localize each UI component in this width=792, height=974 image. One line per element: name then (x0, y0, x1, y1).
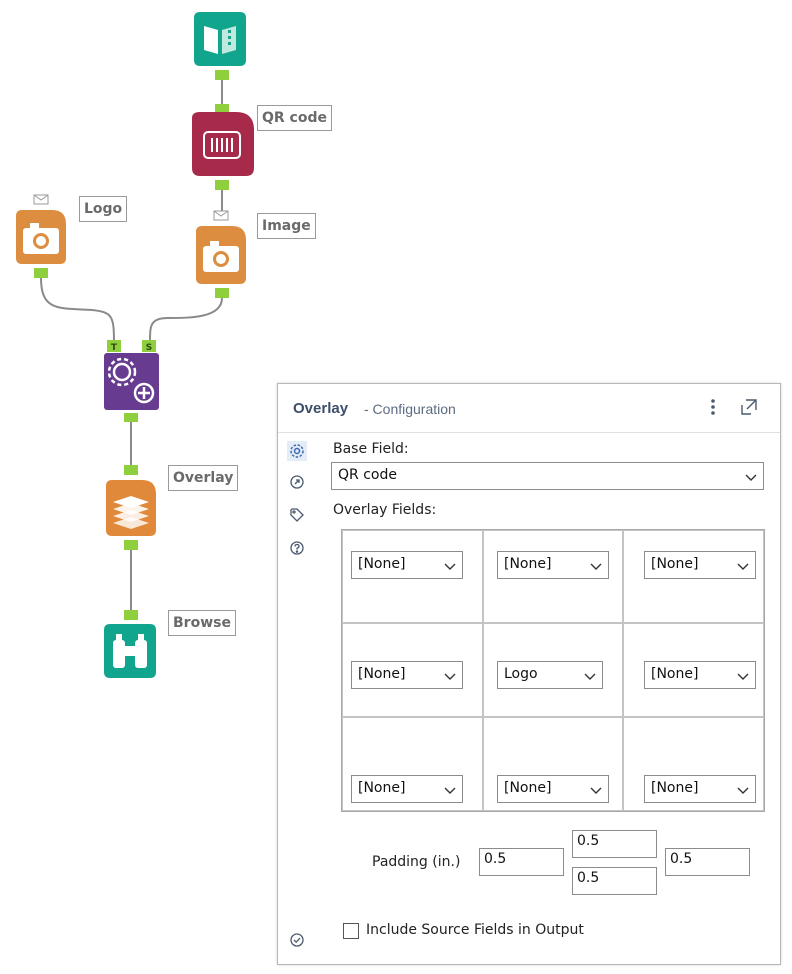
base-field-value: QR code (338, 467, 397, 483)
logo-output-anchor[interactable] (34, 268, 48, 278)
overlay-field-dropdown[interactable]: [None] (351, 551, 463, 579)
chevron-down-icon (590, 559, 602, 575)
barcode-tool[interactable] (192, 112, 254, 176)
padding-left-input[interactable]: 0.5 (479, 848, 564, 876)
include-source-checkbox[interactable] (343, 923, 359, 939)
envelope-icon (33, 194, 49, 205)
padding-bottom-input[interactable]: 0.5 (572, 867, 657, 895)
overlay-field-value: [None] (651, 780, 699, 796)
overlay-targets-anchor[interactable]: T (107, 340, 121, 353)
qr-code-tool-label: QR code (257, 105, 332, 131)
overlay-output-anchor[interactable] (124, 540, 138, 550)
overlay-tool[interactable] (106, 480, 156, 536)
browse-tool[interactable] (104, 624, 156, 678)
logo-image-tool[interactable] (16, 210, 66, 264)
panel-title: Overlay (293, 400, 349, 417)
browse-input-anchor[interactable] (124, 610, 138, 620)
overlay-grid-cell: [None] (342, 623, 483, 717)
chevron-down-icon (444, 783, 456, 799)
padding-label: Padding (in.) (372, 854, 461, 870)
panel-header: Overlay - Configuration (278, 384, 780, 433)
overlay-tool-label: Overlay (168, 465, 239, 491)
input-data-tool[interactable] (194, 12, 246, 66)
include-source-label: Include Source Fields in Output (366, 922, 584, 938)
overlay-field-value: Logo (504, 666, 538, 682)
chevron-down-icon (737, 559, 749, 575)
wire-logo-to-overlay-targets (40, 277, 115, 343)
macro-tool[interactable] (104, 353, 159, 410)
chevron-down-icon (590, 783, 602, 799)
image-tool[interactable] (196, 226, 246, 284)
overlay-field-dropdown[interactable]: [None] (644, 551, 756, 579)
overlay-field-value: [None] (504, 780, 552, 796)
overlay-grid-cell: [None] (623, 530, 764, 623)
overlay-field-dropdown[interactable]: [None] (497, 775, 609, 803)
barcode-output-anchor[interactable] (215, 180, 229, 190)
gear-icon[interactable] (287, 441, 307, 461)
targets-anchor-label: T (111, 343, 118, 353)
chevron-down-icon (444, 559, 456, 575)
overlay-grid-cell: Logo (483, 623, 623, 717)
chevron-down-icon (745, 470, 757, 486)
overlay-field-dropdown[interactable]: [None] (497, 551, 609, 579)
overlay-field-dropdown[interactable]: [None] (351, 661, 463, 689)
chevron-down-icon (444, 669, 456, 685)
panel-subtitle: - Configuration (364, 401, 456, 417)
browse-tool-label: Browse (168, 610, 236, 636)
gears-plus-icon (107, 357, 155, 404)
overlay-grid-cell: [None] (483, 530, 623, 623)
chevron-down-icon (737, 669, 749, 685)
overlay-field-value: [None] (504, 556, 552, 572)
wire-image-to-overlay-source (149, 297, 223, 343)
image-output-anchor[interactable] (215, 288, 229, 298)
overlay-field-value: [None] (358, 666, 406, 682)
envelope-icon (213, 210, 229, 221)
overlay-field-dropdown[interactable]: [None] (644, 775, 756, 803)
chevron-down-icon (737, 783, 749, 799)
more-vertical-icon[interactable] (702, 396, 724, 418)
check-circle-icon[interactable] (287, 930, 307, 950)
macro-output-anchor[interactable] (124, 413, 138, 422)
overlay-field-dropdown[interactable]: [None] (644, 661, 756, 689)
navigate-icon[interactable] (287, 472, 307, 492)
overlay-source-anchor[interactable]: S (142, 340, 156, 353)
input-output-anchor[interactable] (215, 70, 229, 80)
base-field-label: Base Field: (333, 441, 409, 457)
undock-icon[interactable] (738, 396, 760, 418)
tag-icon[interactable] (287, 505, 307, 525)
image-tool-label: Image (257, 213, 316, 239)
overlay-field-dropdown[interactable]: Logo (497, 661, 603, 689)
base-field-dropdown[interactable]: QR code (331, 462, 764, 490)
chevron-down-icon (584, 669, 596, 685)
help-icon[interactable] (287, 538, 307, 558)
padding-right-input[interactable]: 0.5 (665, 848, 750, 876)
overlay-input-anchor[interactable] (124, 465, 138, 475)
overlay-field-value: [None] (651, 556, 699, 572)
overlay-fields-grid: [None] [None] [None] [None] Logo [None] [None]… (341, 529, 765, 812)
camera-icon (203, 241, 239, 272)
overlay-grid-cell: [None] (623, 717, 764, 811)
source-anchor-label: S (146, 343, 152, 353)
overlay-field-value: [None] (358, 556, 406, 572)
connection-wires (40, 80, 223, 610)
overlay-grid-cell: [None] (483, 717, 623, 811)
padding-top-input[interactable]: 0.5 (572, 830, 657, 858)
overlay-field-dropdown[interactable]: [None] (351, 775, 463, 803)
camera-icon (23, 223, 59, 254)
overlay-field-value: [None] (358, 780, 406, 796)
configuration-panel: Overlay - Configuration Base Field: QR c… (277, 383, 781, 965)
overlay-grid-cell: [None] (342, 717, 483, 811)
layers-icon (113, 496, 149, 529)
logo-tool-label: Logo (79, 196, 128, 222)
barcode-icon (203, 131, 241, 159)
binoculars-icon (113, 634, 147, 668)
overlay-grid-cell: [None] (342, 530, 483, 623)
barcode-input-anchor[interactable] (215, 104, 229, 114)
overlay-fields-label: Overlay Fields: (333, 502, 437, 518)
overlay-field-value: [None] (651, 666, 699, 682)
open-book-icon (204, 26, 236, 54)
overlay-grid-cell: [None] (623, 623, 764, 717)
